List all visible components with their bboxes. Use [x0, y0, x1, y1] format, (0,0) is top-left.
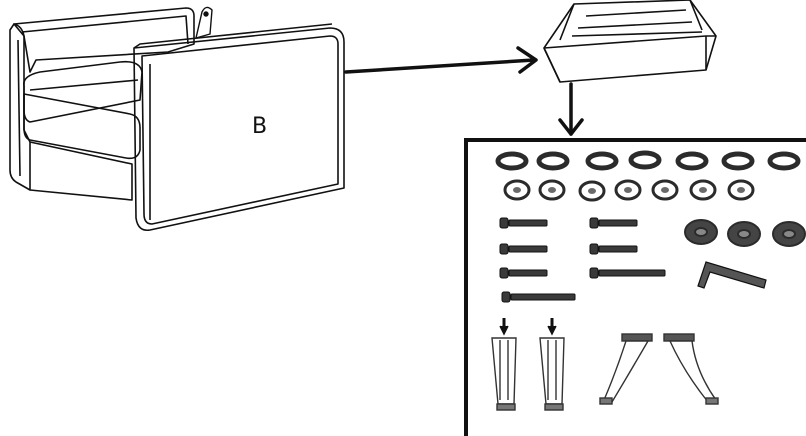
- large-washer: [495, 151, 529, 171]
- short-bolts: [589, 217, 666, 279]
- small-washer-row: [503, 179, 755, 202]
- straight-leg: [539, 318, 565, 411]
- large-washer-row: [495, 150, 801, 171]
- curved-legs: [599, 333, 719, 405]
- large-washer: [536, 151, 570, 171]
- chair-label-b: B: [252, 114, 267, 139]
- allen-key: [697, 261, 767, 289]
- straight-leg: [491, 318, 517, 411]
- chair-seat-cushion: [23, 60, 143, 123]
- chair-backrest: [13, 7, 195, 73]
- large-washer: [628, 150, 662, 170]
- bolt: [499, 243, 548, 255]
- arrow-to-box: [344, 46, 538, 74]
- chair-arm-panel-b: [133, 27, 345, 232]
- curved-leg: [663, 333, 719, 405]
- disc-nut: [772, 221, 806, 247]
- large-washer: [767, 151, 801, 171]
- armchair: [9, 7, 345, 232]
- long-bolts: [499, 217, 576, 303]
- curved-leg: [599, 333, 653, 405]
- arrow-to-parts: [558, 82, 584, 136]
- bolt: [589, 243, 638, 255]
- chair-strap: [195, 6, 213, 39]
- straight-legs: [491, 318, 565, 411]
- large-washer: [585, 151, 619, 171]
- bolt: [501, 291, 576, 303]
- parts-panel: [464, 138, 806, 436]
- disc-nuts: [684, 219, 806, 247]
- large-washer: [675, 151, 709, 171]
- large-washer: [721, 151, 755, 171]
- disc-nut: [727, 221, 761, 247]
- bolt: [499, 267, 548, 279]
- bolt: [589, 217, 638, 229]
- bolt: [499, 217, 548, 229]
- shipping-box: [543, 0, 717, 83]
- bolt: [589, 267, 666, 279]
- disc-nut: [684, 219, 718, 245]
- chair-left-side: [9, 23, 31, 191]
